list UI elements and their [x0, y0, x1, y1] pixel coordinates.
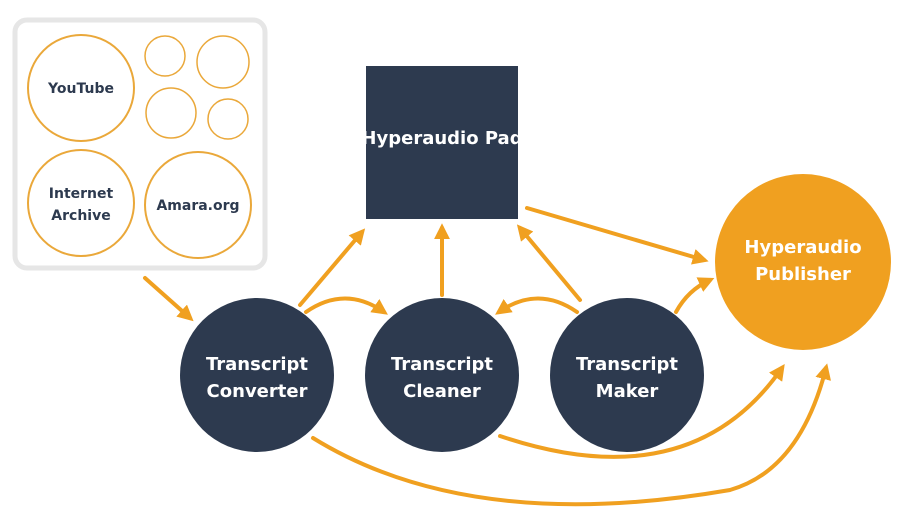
source-youtube: YouTube	[27, 34, 135, 142]
arrow-pad-to-publisher	[525, 206, 709, 265]
source-placeholder-circle-3	[145, 87, 197, 139]
source-amara: Amara.org	[144, 151, 252, 259]
node-hyperaudio-pad-label: Hyperaudio Pad	[361, 128, 522, 149]
node-transcript-maker: Transcript Maker	[550, 298, 704, 452]
source-internet-archive-label-line-1: Internet	[49, 186, 114, 202]
source-internet-archive: Internet Archive	[27, 149, 135, 257]
node-transcript-maker-label-line-1: Transcript	[576, 354, 678, 375]
source-internet-archive-circle	[27, 149, 135, 257]
arrow-maker-to-publisher	[674, 277, 715, 314]
source-amara-circle	[144, 151, 252, 259]
node-hyperaudio-pad: Hyperaudio Pad	[361, 66, 523, 219]
node-hyperaudio-publisher: Hyperaudio Publisher	[715, 174, 891, 350]
arrow-converter-to-cleaner	[304, 296, 388, 315]
node-transcript-converter-label-line-1: Transcript	[206, 354, 308, 375]
arrow-sources-to-converter	[143, 276, 194, 322]
node-transcript-maker-label-line-2: Maker	[596, 381, 659, 402]
arrow-cleaner-to-publisher	[498, 364, 785, 459]
source-placeholder-circle-1	[144, 35, 186, 77]
node-transcript-maker-circle	[550, 298, 704, 452]
node-transcript-converter: Transcript Converter	[180, 298, 334, 452]
node-hyperaudio-publisher-circle	[715, 174, 891, 350]
node-transcript-converter-label-line-2: Converter	[207, 381, 308, 402]
source-placeholder-circle-2	[196, 35, 250, 89]
sources-panel: YouTube Internet Archive Amara.org	[12, 17, 268, 271]
node-transcript-cleaner-label-line-2: Cleaner	[403, 381, 481, 402]
node-hyperaudio-publisher-label-line-1: Hyperaudio	[744, 237, 861, 258]
node-hyperaudio-pad-box	[366, 66, 518, 219]
source-youtube-label: YouTube	[47, 81, 114, 97]
source-youtube-circle	[27, 34, 135, 142]
node-transcript-cleaner-circle	[365, 298, 519, 452]
arrow-converter-to-pad	[298, 228, 366, 307]
arrow-maker-to-pad	[516, 224, 582, 302]
node-transcript-cleaner: Transcript Cleaner	[365, 298, 519, 452]
arrow-converter-to-publisher	[311, 363, 831, 507]
node-transcript-converter-circle	[180, 298, 334, 452]
node-transcript-cleaner-label-line-1: Transcript	[391, 354, 493, 375]
node-hyperaudio-publisher-label-line-2: Publisher	[755, 264, 851, 285]
arrow-maker-to-cleaner	[495, 296, 579, 315]
source-placeholder-circle-4	[207, 98, 249, 140]
connectors	[143, 206, 831, 507]
source-amara-label: Amara.org	[156, 198, 239, 214]
source-internet-archive-label-line-2: Archive	[51, 208, 110, 224]
